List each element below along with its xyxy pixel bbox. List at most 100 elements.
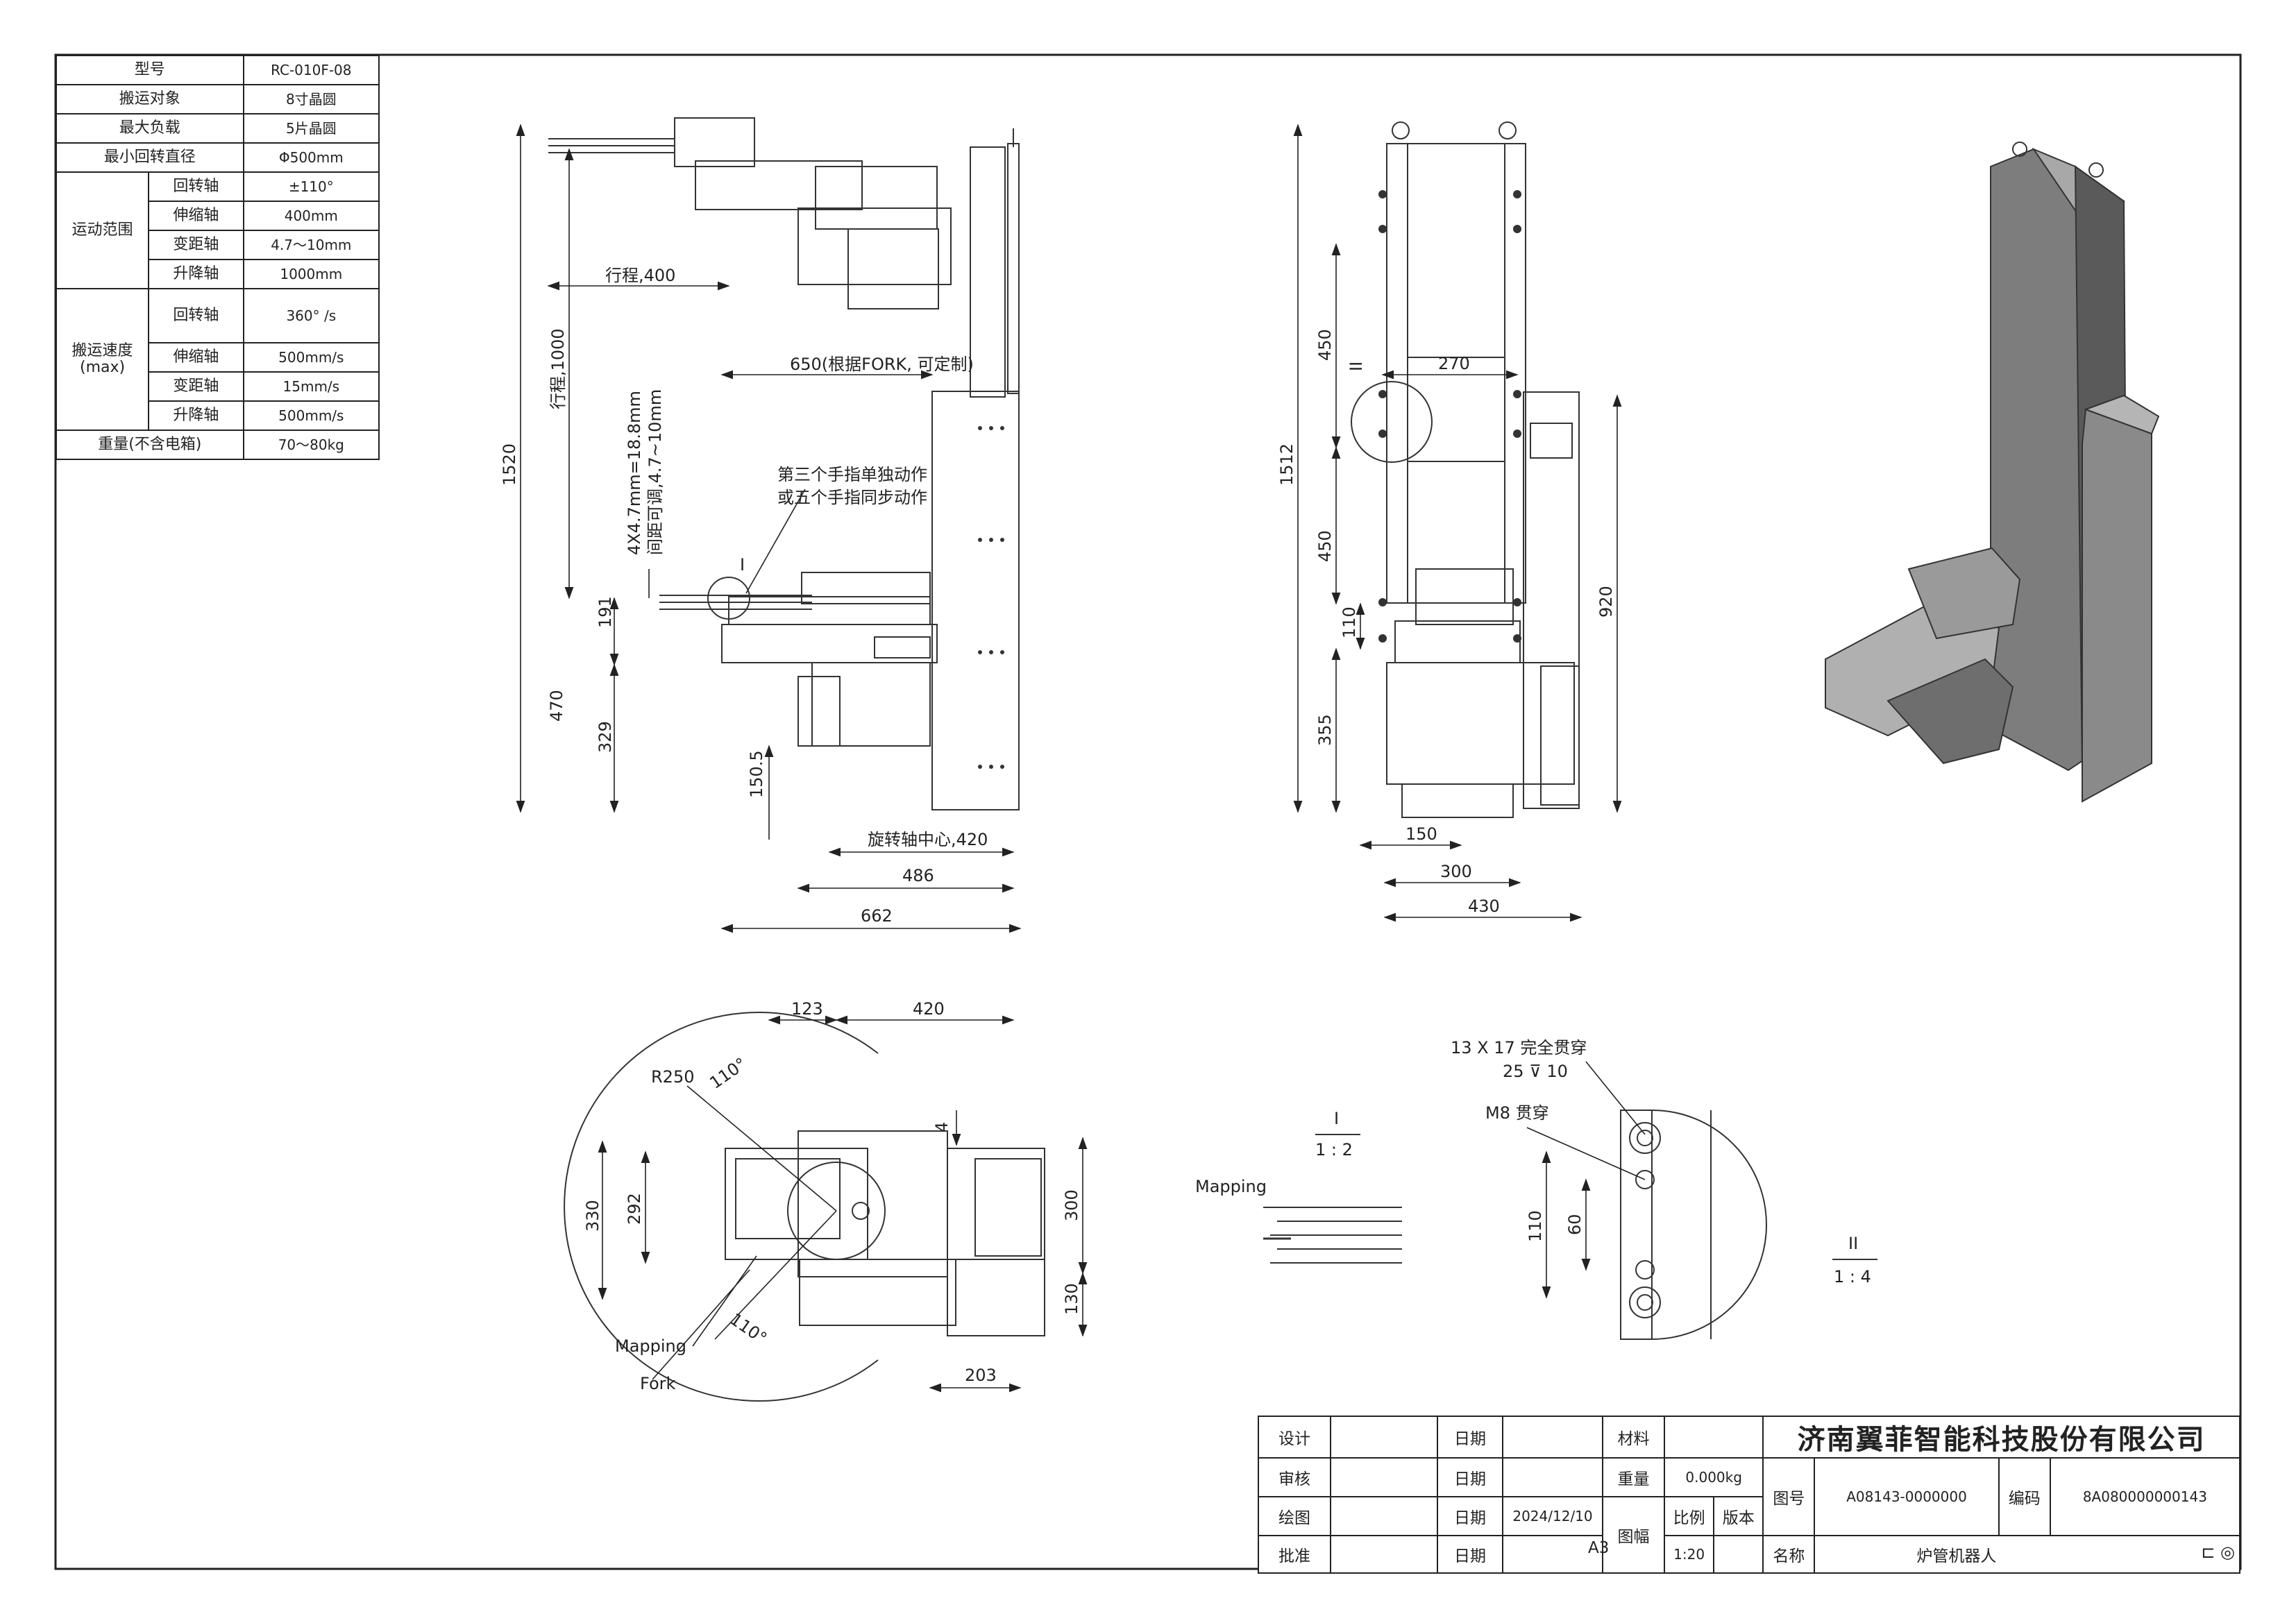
motion-axis-rotate: 回转轴 bbox=[148, 171, 244, 202]
top-view bbox=[564, 1012, 1088, 1402]
dim-420: 420 bbox=[913, 999, 945, 1019]
spec-group-motion: 运动范围 bbox=[55, 171, 150, 289]
spec-value-object: 8寸晶圆 bbox=[242, 84, 380, 114]
speed-value-extend: 500mm/s bbox=[242, 342, 380, 373]
detail-ii-title: II bbox=[1848, 1234, 1858, 1253]
tb-name-cell: 炉管机器人 ⊏ ◎ bbox=[1814, 1535, 2240, 1574]
front-view bbox=[1293, 121, 1622, 922]
finger-note-1: 第三个手指单独动作 bbox=[777, 465, 927, 484]
dim-150-5: 150.5 bbox=[747, 750, 766, 798]
dim-60: 60 bbox=[1565, 1214, 1585, 1235]
detail-i-title: I bbox=[1334, 1109, 1339, 1128]
dim-470: 470 bbox=[547, 690, 566, 722]
dim-329: 329 bbox=[596, 721, 615, 753]
spec-value-model: RC-010F-08 bbox=[242, 55, 380, 85]
tb-date-value-1 bbox=[1502, 1416, 1603, 1459]
speed-axis-rotate: 回转轴 bbox=[148, 288, 244, 343]
dim-fork-650: 650(根据FORK, 可定制) bbox=[790, 355, 974, 374]
pitch-adjust-note: 间距可调,4.7~10mm bbox=[645, 389, 665, 555]
spec-table: 型号 RC-010F-08 搬运对象 8寸晶圆 最大负载 5片晶圆 最小回转直径… bbox=[55, 55, 380, 460]
motion-axis-pitch: 变距轴 bbox=[148, 230, 244, 260]
tb-date-value-3: 2024/12/10 bbox=[1502, 1496, 1603, 1536]
pitch-note: 4X4.7mm=18.8mm bbox=[625, 391, 644, 555]
tb-date-label-1: 日期 bbox=[1437, 1416, 1503, 1459]
detail-marker-i: I bbox=[740, 555, 745, 575]
thread-note: M8 贯穿 bbox=[1485, 1103, 1549, 1123]
tb-weight-value: 0.000kg bbox=[1663, 1457, 1764, 1497]
spec-label-diameter: 最小回转直径 bbox=[56, 142, 244, 173]
tb-weight-label: 重量 bbox=[1602, 1457, 1665, 1497]
spec-label-object: 搬运对象 bbox=[56, 84, 244, 114]
detail-ii-scale: 1 : 4 bbox=[1834, 1267, 1871, 1286]
dim-292: 292 bbox=[625, 1193, 644, 1225]
motion-value-extend: 400mm bbox=[242, 201, 380, 231]
dim-stroke-400: 行程,400 bbox=[605, 266, 675, 285]
front-view-labels: 1512 450 450 110 355 920 270 150 300 430… bbox=[1277, 329, 1616, 916]
tb-format-value: A3 bbox=[1588, 1539, 1610, 1557]
tb-design-label: 设计 bbox=[1258, 1416, 1331, 1459]
tb-version-value bbox=[1713, 1535, 1764, 1574]
tb-scale-value: 1:20 bbox=[1663, 1535, 1715, 1574]
dim-430: 430 bbox=[1468, 897, 1500, 916]
tb-review-value bbox=[1330, 1457, 1438, 1497]
tb-name: 炉管机器人 bbox=[1916, 1547, 1997, 1565]
angle-bottom: 110° bbox=[727, 1309, 770, 1348]
tb-company: 济南翼菲智能科技股份有限公司 bbox=[1762, 1416, 2240, 1459]
dim-r250: R250 bbox=[651, 1067, 694, 1087]
dim-662: 662 bbox=[861, 906, 893, 926]
speed-group-label: 搬运速度 bbox=[71, 341, 133, 359]
speed-group-sub: (max) bbox=[79, 359, 126, 376]
dim-123: 123 bbox=[791, 999, 823, 1019]
dim-270: 270 bbox=[1438, 354, 1470, 373]
tb-date-label-2: 日期 bbox=[1437, 1457, 1503, 1497]
tb-drawing-no: A08143-0000000 bbox=[1814, 1457, 2000, 1536]
motion-value-pitch: 4.7～10mm bbox=[242, 230, 380, 260]
finger-note-2: 或五个手指同步动作 bbox=[777, 488, 927, 507]
dim-130: 130 bbox=[1062, 1283, 1081, 1315]
speed-value-lift: 500mm/s bbox=[242, 400, 380, 431]
spec-group-speed: 搬运速度 (max) bbox=[55, 288, 150, 431]
speed-axis-extend: 伸缩轴 bbox=[148, 342, 244, 373]
tb-draw-value bbox=[1330, 1496, 1438, 1536]
tb-draw-label: 绘图 bbox=[1258, 1496, 1331, 1536]
dim-330: 330 bbox=[583, 1200, 602, 1232]
label-fork: Fork bbox=[640, 1374, 676, 1393]
side-view bbox=[516, 117, 1022, 933]
tb-version-label: 版本 bbox=[1713, 1496, 1764, 1536]
detail-i-mapping: Mapping bbox=[1195, 1177, 1267, 1196]
isometric-view bbox=[1825, 142, 2160, 803]
dim-300: 300 bbox=[1440, 862, 1472, 881]
detail-ii-labels: 13 X 17 完全贯穿 25 ⊽ 10 M8 贯穿 110 60 II 1 :… bbox=[1451, 1038, 1871, 1286]
tb-code: 8A080000000143 bbox=[2049, 1457, 2241, 1536]
spec-label-load: 最大负载 bbox=[56, 113, 244, 144]
tb-approve-value bbox=[1330, 1535, 1438, 1574]
motion-value-rotate: ±110° bbox=[242, 171, 380, 202]
projection-symbol-icon: ⊏ ◎ bbox=[2201, 1543, 2235, 1562]
dim-stroke-1000: 行程,1000 bbox=[548, 328, 568, 409]
title-block: 设计 日期 材料 济南翼菲智能科技股份有限公司 审核 日期 重量 0.000kg… bbox=[1258, 1416, 2241, 1574]
spec-label-model: 型号 bbox=[56, 55, 244, 85]
dim-486: 486 bbox=[902, 866, 934, 885]
tb-date-value-2 bbox=[1502, 1457, 1603, 1497]
spec-value-load: 5片晶圆 bbox=[242, 113, 380, 144]
top-view-labels: 123 420 R250 110° 110° 4 330 292 300 130… bbox=[583, 999, 1081, 1393]
detail-ii bbox=[1526, 1061, 1877, 1340]
speed-value-rotate: 360° /s bbox=[242, 288, 380, 343]
dim-920: 920 bbox=[1596, 586, 1616, 618]
side-view-labels: 行程,400 行程,1000 650(根据FORK, 可定制) 1520 470… bbox=[500, 266, 988, 926]
motion-axis-lift: 升降轴 bbox=[148, 259, 244, 289]
speed-value-pitch: 15mm/s bbox=[242, 371, 380, 402]
detail-marker-ii: II bbox=[1347, 362, 1366, 371]
dim-rotation-center: 旋转轴中心,420 bbox=[868, 830, 988, 849]
tb-date-label-3: 日期 bbox=[1437, 1496, 1503, 1536]
dim-450-lower: 450 bbox=[1315, 530, 1335, 562]
tb-date-value-4 bbox=[1502, 1535, 1603, 1574]
tb-material-label: 材料 bbox=[1602, 1416, 1665, 1459]
tb-scale-label: 比例 bbox=[1663, 1496, 1715, 1536]
tb-drawing-no-label: 图号 bbox=[1762, 1457, 1816, 1536]
hole-note: 13 X 17 完全贯穿 bbox=[1451, 1038, 1587, 1057]
dim-110-detail: 110 bbox=[1526, 1210, 1545, 1242]
dim-450-upper: 450 bbox=[1315, 329, 1335, 361]
dim-1512: 1512 bbox=[1277, 443, 1297, 486]
spec-label-weight: 重量(不含电箱) bbox=[56, 430, 244, 460]
